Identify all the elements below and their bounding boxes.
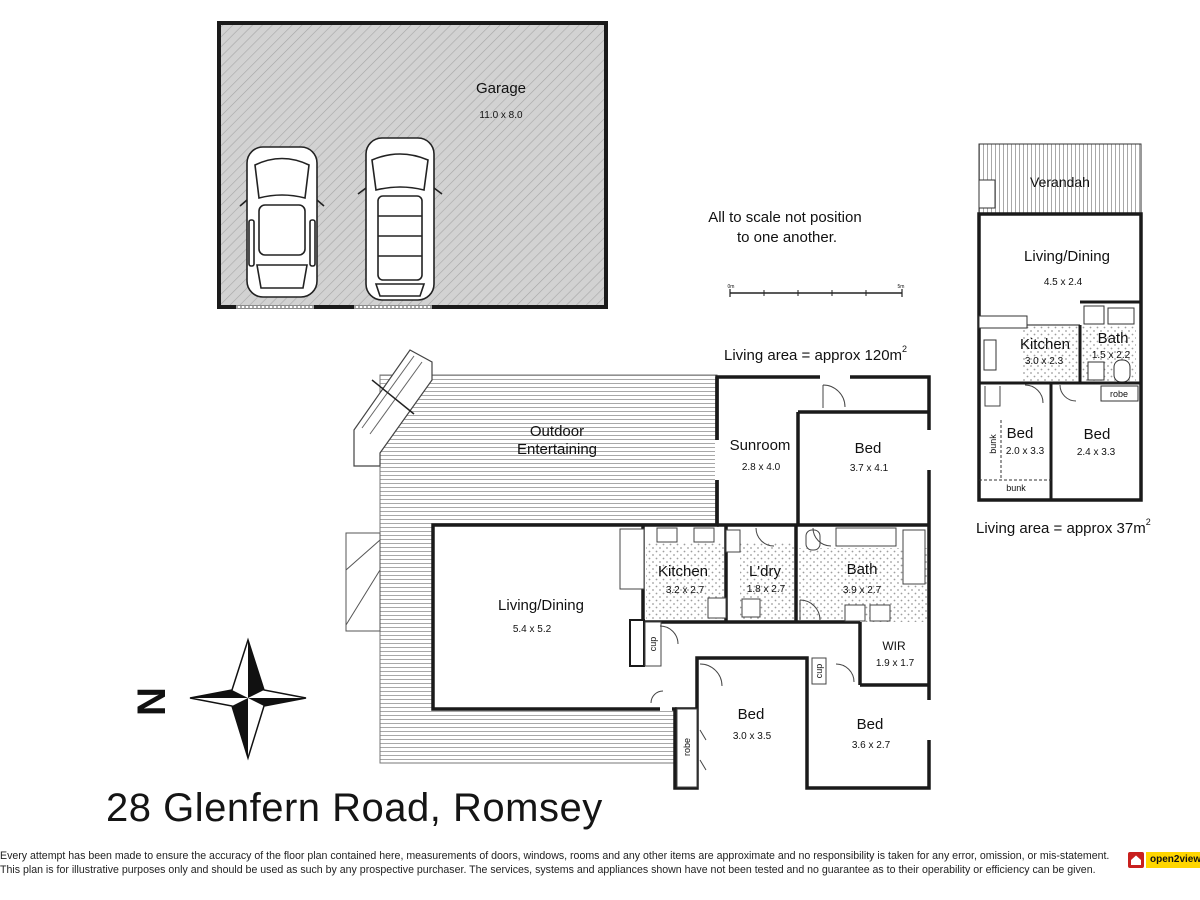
scale-end: 5m [898, 284, 905, 290]
kitchen-dims: 3.2 x 2.7 [666, 585, 705, 596]
garage-dims: 11.0 x 8.0 [479, 110, 523, 121]
disclaimer-line1: Every attempt has been made to ensure th… [0, 850, 1110, 862]
main-house: Outdoor Entertaining [345, 349, 931, 790]
disclaimer: Every attempt has been made to ensure th… [0, 849, 1118, 877]
unit-bed1-dims: 2.0 x 3.3 [1006, 446, 1045, 457]
house-icon [1128, 852, 1144, 868]
laundry-label: L'dry [749, 563, 782, 580]
outdoor-label-line1: Outdoor [530, 423, 584, 440]
living-label: Living/Dining [498, 597, 584, 614]
car-icon [357, 137, 443, 301]
unit-robe-label: robe [1110, 389, 1128, 399]
unit-living-dims: 4.5 x 2.4 [1044, 277, 1083, 288]
scale-bar: 0m 5m [728, 284, 905, 297]
bath-label: Bath [847, 561, 878, 578]
car-icon [239, 146, 325, 298]
compass-icon: N [130, 637, 307, 761]
cup-label: cup [648, 637, 658, 652]
sunroom-label: Sunroom [730, 437, 791, 454]
unit-bunk-label: bunk [988, 434, 998, 454]
north-letter: N [130, 687, 174, 716]
unit-bunk-label: bunk [1006, 483, 1026, 493]
wir-dims: 1.9 x 1.7 [876, 658, 915, 669]
unit-kitchen-label: Kitchen [1020, 336, 1070, 353]
scale-note-line2: to one another. [737, 229, 837, 246]
living-dims: 5.4 x 5.2 [513, 624, 552, 635]
unit-bed2-dims: 2.4 x 3.3 [1077, 447, 1116, 458]
brand-name: open2view [1146, 852, 1200, 868]
main-living-area: Living area = approx 120m2 [724, 344, 907, 364]
unit-bath-label: Bath [1098, 330, 1129, 347]
bed-main-label: Bed [855, 440, 882, 457]
robe-label: robe [682, 738, 692, 756]
bed-b-label: Bed [738, 706, 765, 723]
cup-label: cup [814, 664, 824, 679]
sunroom-dims: 2.8 x 4.0 [742, 462, 781, 473]
scale-start: 0m [728, 284, 735, 290]
garage-label: Garage [476, 80, 526, 97]
bed-main-dims: 3.7 x 4.1 [850, 463, 889, 474]
bed-c-label: Bed [857, 716, 884, 733]
unit-bed1-label: Bed [1007, 425, 1034, 442]
unit-verandah [978, 143, 1142, 215]
bed-b-dims: 3.0 x 3.5 [733, 731, 772, 742]
property-address: 28 Glenfern Road, Romsey [106, 786, 603, 830]
disclaimer-line2: This plan is for illustrative purposes o… [0, 864, 1096, 876]
garage: Garage 11.0 x 8.0 [217, 21, 608, 309]
wir-label: WIR [882, 639, 906, 653]
unit-verandah-label: Verandah [1030, 174, 1090, 190]
kitchen-label: Kitchen [658, 563, 708, 580]
laundry-dims: 1.8 x 2.7 [747, 584, 786, 595]
unit-bed2-label: Bed [1084, 426, 1111, 443]
unit-bath-dims: 1.5 x 2.2 [1092, 350, 1131, 361]
outdoor-label-line2: Entertaining [517, 441, 597, 458]
brand-logo: open2view [1128, 851, 1200, 869]
unit-plan: Verandah Living/Dining 4.5 x 2.4 Kitchen… [977, 143, 1143, 502]
scale-note-line1: All to scale not position [708, 209, 861, 226]
unit-kitchen-dims: 3.0 x 2.3 [1025, 356, 1064, 367]
bath-dims: 3.9 x 2.7 [843, 585, 882, 596]
bed-c-dims: 3.6 x 2.7 [852, 740, 891, 751]
unit-living-label: Living/Dining [1024, 248, 1110, 265]
unit-living-area: Living area = approx 37m2 [976, 517, 1151, 537]
